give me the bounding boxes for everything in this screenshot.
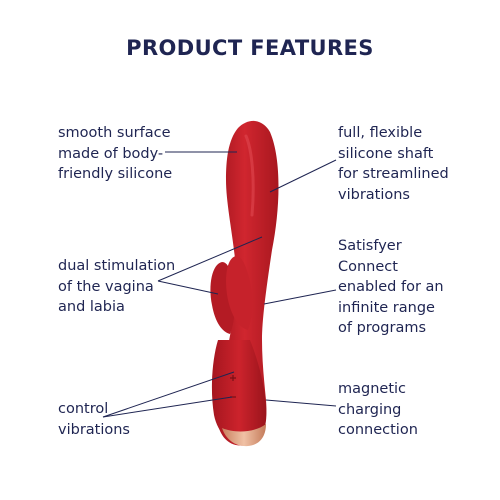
callout-control-b [102, 396, 233, 418]
callout-dual-b [157, 280, 219, 295]
feature-line: made of body- [58, 145, 164, 162]
feature-line: silicone shaft [338, 145, 434, 162]
feature-line: charging [338, 401, 402, 418]
feature-smooth-surface: smooth surface made of body- friendly si… [58, 123, 172, 185]
feature-line: for streamlined [338, 166, 449, 182]
page-title: PRODUCT FEATURES [126, 36, 374, 60]
plus-icon [230, 375, 236, 381]
callout-lines [102, 151, 337, 418]
callout-connect [263, 289, 337, 305]
feature-dual-stimulation: dual stimulation of the vagina and labia [58, 256, 175, 318]
feature-line: enabled for an [338, 279, 444, 295]
callout-flexible [269, 159, 337, 193]
product-highlight [244, 134, 255, 217]
feature-line: connection [338, 422, 418, 438]
feature-line: magnetic [338, 381, 407, 397]
feature-line: and labia [58, 299, 125, 315]
feature-line: smooth surface [58, 125, 171, 141]
feature-line: friendly silicone [58, 166, 173, 182]
product-handle [211, 340, 267, 446]
callout-magnetic [265, 399, 337, 407]
feature-flexible-shaft: full, flexible silicone shaft for stream… [338, 123, 449, 205]
feature-line: infinite range [338, 299, 435, 316]
callout-dual-a [157, 236, 263, 282]
feature-line: vibrations [58, 421, 130, 438]
feature-satisfyer-connect: Satisfyer Connect enabled for an infinit… [338, 236, 444, 339]
feature-line: dual stimulation [58, 258, 176, 274]
feature-line: Connect [338, 258, 398, 275]
charging-cap [222, 424, 266, 447]
feature-line: of the vagina [58, 278, 154, 295]
feature-line: of programs [338, 320, 427, 336]
callout-control-a [102, 371, 235, 418]
feature-line: full, flexible [338, 125, 423, 141]
feature-magnetic-charging: magnetic charging connection [338, 379, 418, 441]
feature-line: control [58, 401, 109, 417]
feature-control-vibrations: control vibrations [58, 399, 130, 440]
product-ear-right [226, 256, 253, 330]
feature-line: vibrations [338, 186, 410, 203]
feature-line: Satisfyer [338, 238, 402, 254]
